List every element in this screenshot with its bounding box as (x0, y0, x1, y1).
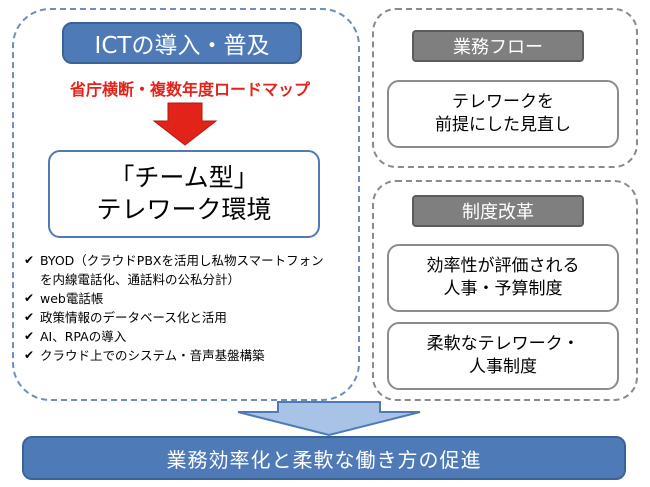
checkmark-icon: ✔ (24, 310, 35, 324)
ict-bullet-list: ✔ BYOD（クラウドPBXを活用し私物スマートフォン を内線電話化、通話料の公… (24, 251, 324, 365)
workflow-line1: テレワークを (452, 92, 554, 113)
bullet-text: BYOD（クラウドPBXを活用し私物スマートフォン (40, 253, 324, 268)
list-item: ✔ クラウド上でのシステム・音声基盤構築 (24, 346, 324, 365)
blue-arrow-shape (237, 401, 421, 437)
bullet-text: AI、RPAの導入 (40, 329, 127, 344)
workflow-title: 業務フロー (412, 30, 584, 62)
bullet-text: クラウド上でのシステム・音声基盤構築 (40, 348, 265, 363)
evaluation-line2: 人事・予算制度 (443, 279, 563, 299)
workflow-title-text: 業務フロー (453, 37, 543, 58)
bullet-text: web電話帳 (40, 291, 104, 306)
system-reform-title-text: 制度改革 (462, 202, 534, 223)
checkmark-icon: ✔ (24, 348, 35, 362)
list-item: ✔ AI、RPAの導入 (24, 327, 324, 346)
evaluation-system-box: 効率性が評価される 人事・予算制度 (387, 244, 619, 312)
ict-title-text: ICTの導入・普及 (94, 33, 270, 59)
roadmap-subtitle: 省庁横断・複数年度ロードマップ (70, 80, 311, 99)
team-telework-line2: テレワーク環境 (96, 195, 272, 224)
flexible-line1: 柔軟なテレワーク・ (426, 334, 580, 355)
bullet-text: を内線電話化、通話料の公私分計） (40, 272, 241, 287)
list-item: ✔ web電話帳 (24, 289, 324, 308)
checkmark-icon: ✔ (24, 253, 35, 267)
down-arrow-blue (237, 401, 421, 437)
bullet-text: 政策情報のデータベース化と活用 (40, 310, 227, 325)
bottom-banner: 業務効率化と柔軟な働き方の促進 (22, 436, 626, 480)
team-telework-box: 「チーム型」 テレワーク環境 (48, 150, 320, 238)
list-item: ✔ 政策情報のデータベース化と活用 (24, 308, 324, 327)
workflow-review-box: テレワークを 前提にした見直し (387, 80, 619, 148)
bottom-banner-text: 業務効率化と柔軟な働き方の促進 (166, 447, 482, 472)
system-reform-title: 制度改革 (412, 195, 584, 227)
flexible-line2: 人事制度 (469, 357, 537, 377)
down-arrow-red (152, 102, 218, 146)
red-arrow-shape (152, 102, 218, 146)
evaluation-line1: 効率性が評価される (426, 256, 580, 277)
team-telework-line1: 「チーム型」 (109, 162, 259, 192)
list-item: ✔ BYOD（クラウドPBXを活用し私物スマートフォン を内線電話化、通話料の公… (24, 251, 324, 289)
checkmark-icon: ✔ (24, 329, 35, 343)
checkmark-icon: ✔ (24, 291, 35, 305)
ict-title: ICTの導入・普及 (62, 22, 302, 64)
flexible-personnel-box: 柔軟なテレワーク・ 人事制度 (387, 322, 619, 390)
workflow-line2: 前提にした見直し (435, 115, 571, 135)
